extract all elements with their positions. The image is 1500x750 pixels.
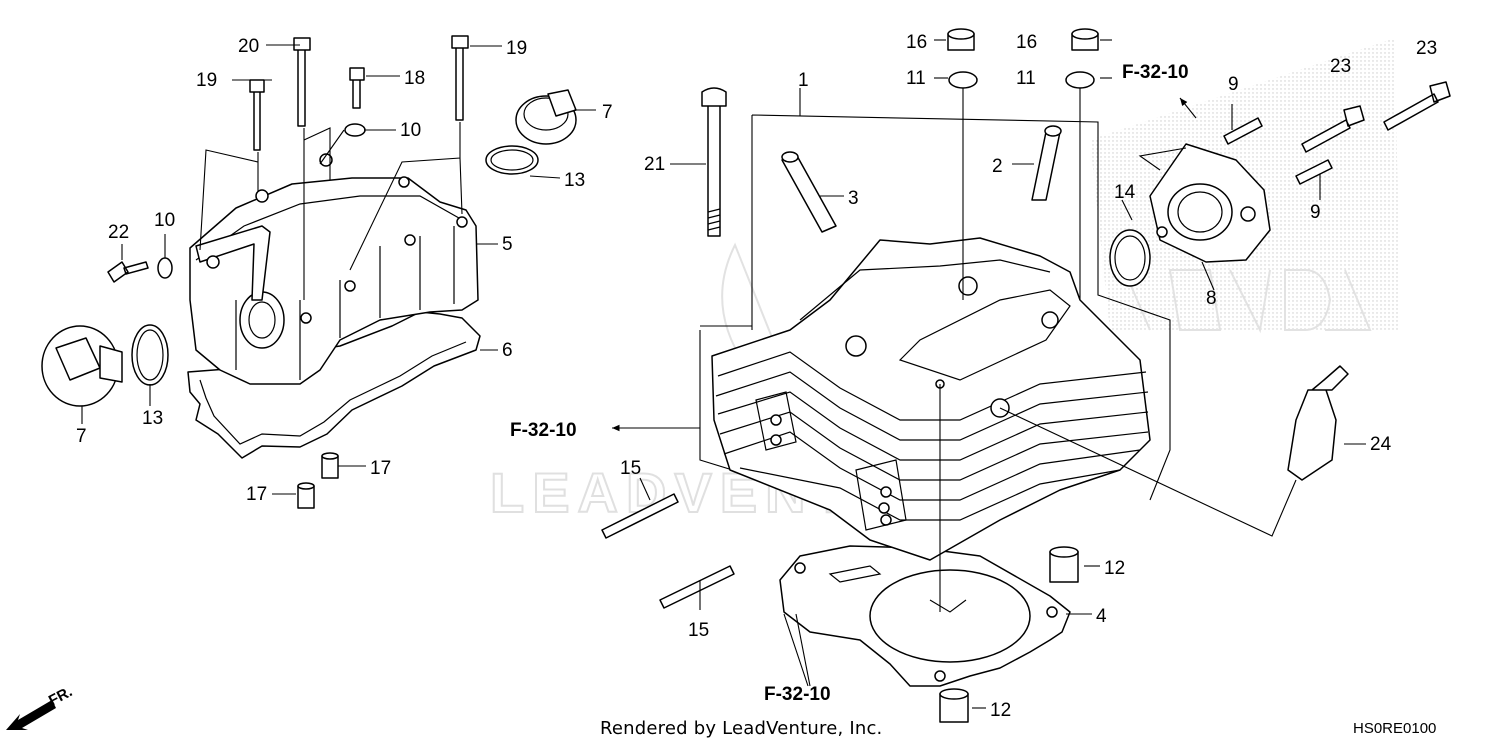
callout-label-3: 3 (848, 188, 859, 209)
bolt-22 (107, 261, 149, 283)
o-ring-14 (1109, 229, 1151, 287)
callout-label-6: 6 (502, 340, 513, 361)
bolt-21 (701, 87, 727, 237)
callout-label-17b: 17 (246, 484, 267, 505)
bolt-23a (1301, 105, 1365, 153)
washer-11b (1065, 71, 1095, 89)
stud-9a (1223, 117, 1263, 145)
callout-label-19b: 19 (506, 38, 527, 59)
callout-label-5: 5 (502, 234, 513, 255)
callout-label-16b: 16 (1016, 32, 1037, 53)
callout-label-10b: 10 (154, 210, 175, 231)
callout-label-11a: 11 (906, 68, 926, 89)
callout-labels: 1 2 3 4 5 6 7 7 8 9 9 10 10 11 11 12 12 … (76, 32, 1437, 721)
callout-label-2: 2 (992, 156, 1003, 177)
filler-cap-7-top (515, 89, 577, 145)
callout-label-12a: 12 (1104, 558, 1125, 579)
cylinder-head-group (601, 28, 1297, 723)
callout-label-21: 21 (644, 154, 665, 175)
callout-label-19a: 19 (196, 70, 217, 91)
cross-reference-f-32-10-left[interactable]: F-32-10 (510, 420, 577, 441)
callout-label-10a: 10 (400, 120, 421, 141)
callout-label-22: 22 (108, 222, 129, 243)
honda-watermark-logo (1119, 259, 1372, 334)
filler-cap-7-left (41, 325, 123, 407)
callout-label-9a: 9 (1228, 74, 1239, 95)
bolt-20 (293, 37, 311, 127)
callout-label-8: 8 (1206, 288, 1217, 309)
callout-label-15a: 15 (620, 458, 641, 479)
intake-insulator-group (1109, 81, 1451, 481)
callout-label-23b: 23 (1416, 38, 1437, 59)
callout-label-9b: 9 (1310, 202, 1321, 223)
callout-label-13b: 13 (142, 408, 163, 429)
o-ring-13-top (485, 145, 539, 175)
callout-frame-1 (751, 114, 1171, 501)
diagram-footer: Rendered by LeadVenture, Inc. HS0RE0100 (0, 718, 1500, 748)
rendered-by-credit: Rendered by LeadVenture, Inc. (600, 718, 883, 739)
callout-label-12b: 12 (990, 700, 1011, 721)
callout-label-1: 1 (798, 70, 809, 91)
bolt-19-left (249, 79, 265, 151)
callout-leaders (81, 39, 1366, 709)
spark-plug-24 (1287, 365, 1349, 481)
callout-label-23a: 23 (1330, 56, 1351, 77)
stud-9b (1295, 159, 1333, 185)
cylinder-head-cover-group (41, 35, 577, 509)
stud-15b (659, 565, 735, 609)
bolt-18 (349, 67, 365, 109)
callout-label-11b: 11 (1016, 68, 1036, 89)
callout-label-7-left: 7 (76, 426, 87, 447)
callout-label-17a: 17 (370, 458, 391, 479)
cylinder-head-body (711, 237, 1151, 561)
washer-10-left (157, 257, 173, 279)
callout-label-15b: 15 (688, 620, 709, 641)
valve-guide-2 (1031, 131, 1061, 201)
callout-label-24: 24 (1370, 434, 1392, 455)
front-arrow-icon (6, 700, 56, 730)
cross-reference-f-32-10-bottom[interactable]: F-32-10 (764, 684, 831, 705)
callout-label-20: 20 (238, 36, 259, 57)
bolt-19-right (451, 35, 469, 121)
callout-label-13a: 13 (564, 170, 585, 191)
bolt-23b (1383, 81, 1451, 131)
stud-15a (601, 493, 679, 539)
callout-label-16a: 16 (906, 32, 927, 53)
callout-label-7-top: 7 (602, 102, 613, 123)
head-cover-gasket (187, 311, 481, 459)
callout-label-4: 4 (1096, 606, 1107, 627)
cross-reference-f-32-10-top[interactable]: F-32-10 (1122, 62, 1189, 83)
callout-label-18: 18 (404, 68, 425, 89)
diagram-code: HS0RE0100 (1353, 720, 1437, 737)
callout-label-14: 14 (1114, 182, 1136, 203)
valve-guide-3 (781, 153, 837, 233)
washer-11a (948, 71, 978, 89)
washer-10-top (344, 123, 366, 137)
